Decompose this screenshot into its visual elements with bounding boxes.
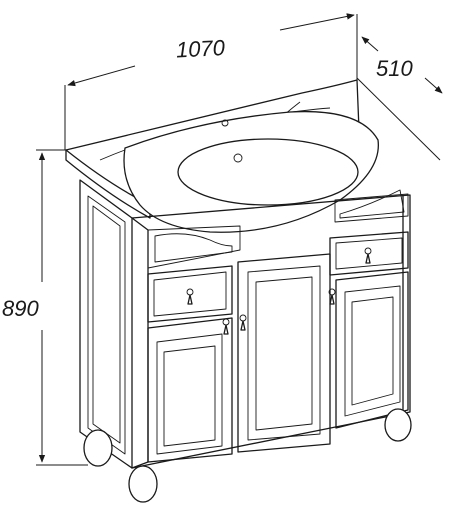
depth-dimension: 510: [356, 36, 443, 161]
right-drawer-handle-icon: [364, 247, 372, 264]
height-dimension-label: 890: [2, 296, 39, 321]
width-dimension: 1070: [64, 13, 358, 150]
drain-icon: [233, 153, 243, 163]
center-door-handle-icon: [239, 314, 247, 331]
center-door: [237, 253, 331, 453]
width-dimension-label: 1070: [175, 35, 226, 63]
right-door-handle-icon: [328, 288, 336, 305]
apron-panels: [147, 189, 409, 269]
left-drawer: [147, 265, 233, 323]
cabinet-feet: [83, 408, 412, 503]
foot-right-front: [384, 408, 412, 442]
left-door: [147, 317, 233, 463]
faucet-hole-icon: [221, 119, 229, 127]
foot-left-front: [128, 465, 158, 503]
depth-dimension-label: 510: [376, 56, 413, 81]
right-drawer: [329, 231, 409, 276]
basin: [123, 110, 379, 233]
left-drawer-handle-icon: [186, 288, 194, 305]
height-dimension: 890: [2, 149, 88, 466]
foot-left-back: [83, 429, 113, 467]
left-door-handle-icon: [222, 318, 230, 335]
right-door: [328, 271, 409, 429]
